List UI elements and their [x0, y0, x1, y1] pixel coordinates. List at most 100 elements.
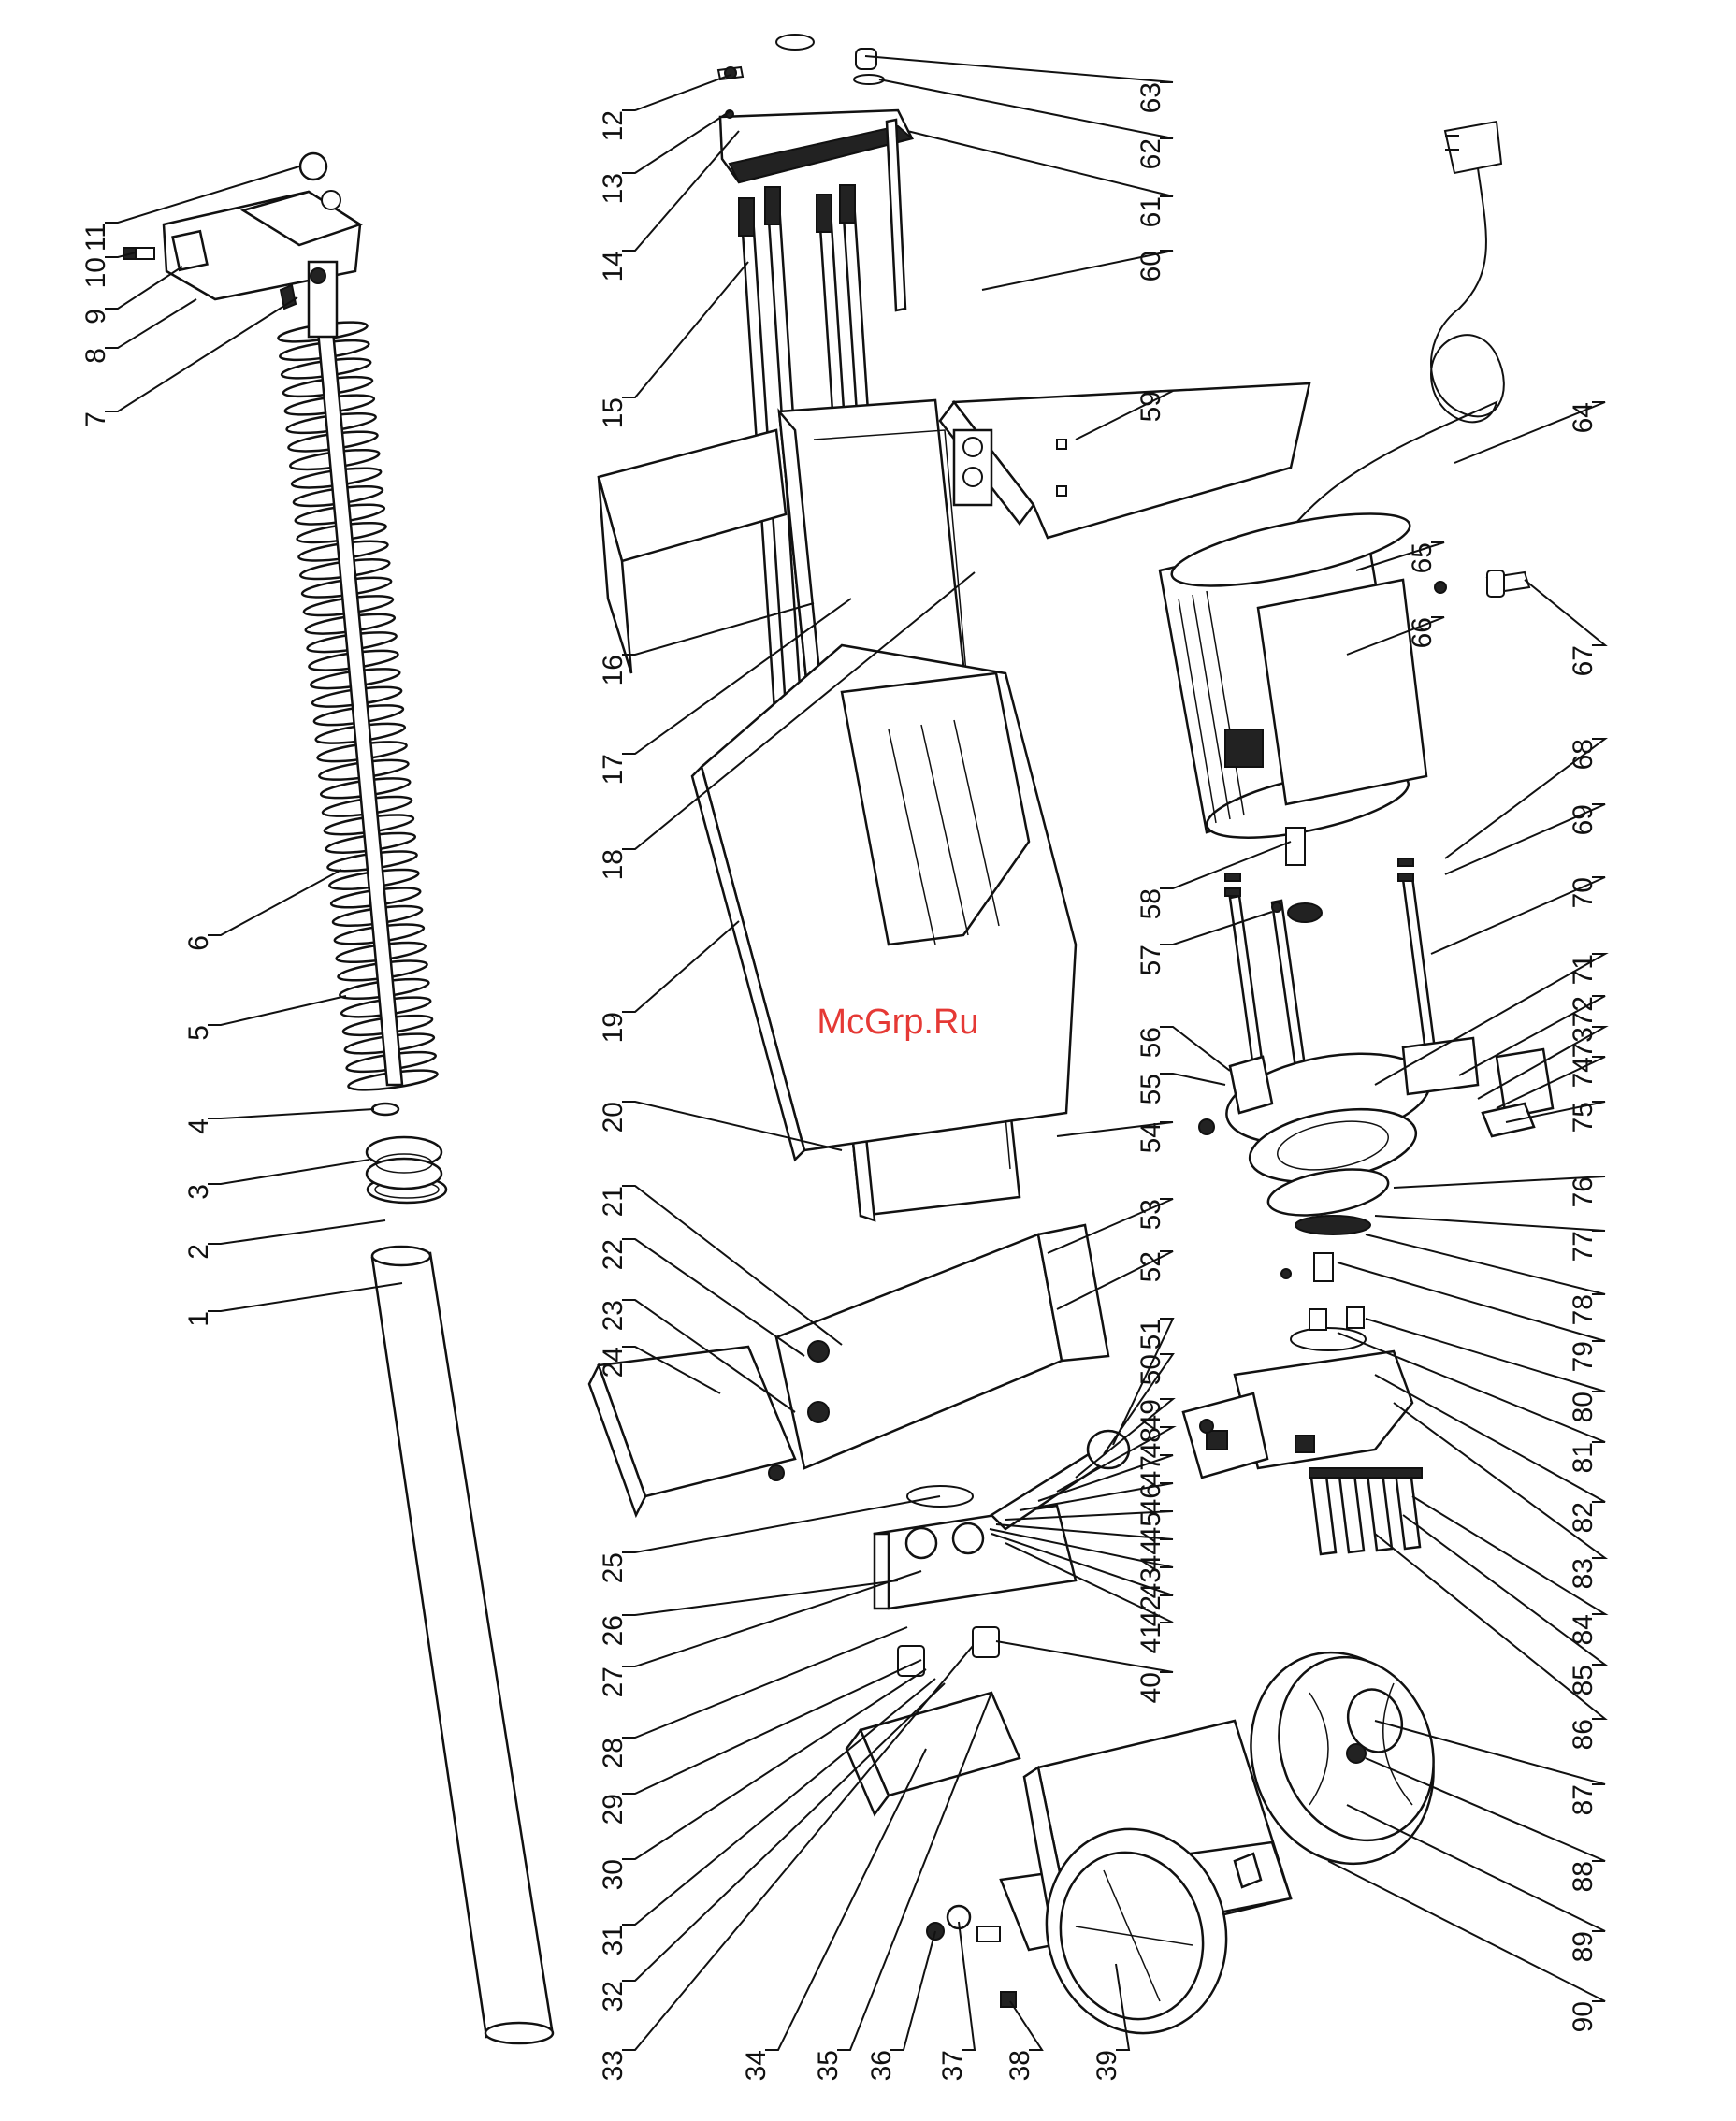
callout-label-4: 4: [183, 1118, 214, 1134]
callout-leader-62: [879, 79, 1173, 138]
callout-label-11: 11: [80, 223, 111, 252]
callout-label-60: 60: [1136, 251, 1166, 281]
callout-leader-61: [907, 131, 1173, 196]
hydraulic-block-part: [875, 1431, 1129, 1676]
callout-label-85: 85: [1568, 1665, 1599, 1695]
callout-label-89: 89: [1568, 1931, 1599, 1962]
callout-leader-83: [1394, 1403, 1605, 1558]
callout-leader-37: [959, 1922, 975, 2050]
motor-bolt-part: [1435, 570, 1529, 597]
callout-label-25: 25: [598, 1552, 629, 1583]
callout-label-47: 47: [1136, 1455, 1166, 1486]
callout-label-38: 38: [1005, 2050, 1035, 2081]
callout-leader-31: [622, 1679, 935, 1925]
callout-label-87: 87: [1568, 1784, 1599, 1815]
callout-leader-26: [622, 1580, 898, 1615]
callout-label-28: 28: [598, 1738, 629, 1768]
callout-label-78: 78: [1568, 1294, 1599, 1325]
callout-label-1: 1: [183, 1311, 214, 1327]
callout-label-46: 46: [1136, 1483, 1166, 1514]
side-plate-part: [692, 645, 1076, 1160]
callout-leader-4: [208, 1109, 374, 1118]
callout-label-44: 44: [1136, 1539, 1166, 1570]
callout-label-73: 73: [1568, 1027, 1599, 1058]
callout-label-62: 62: [1136, 138, 1166, 169]
callout-label-24: 24: [598, 1347, 629, 1378]
callout-label-49: 49: [1136, 1399, 1166, 1430]
callout-leader-7: [105, 297, 297, 411]
spring-seat-part: [367, 1137, 441, 1189]
callout-label-57: 57: [1136, 945, 1166, 975]
callout-label-31: 31: [598, 1925, 629, 1955]
callout-label-45: 45: [1136, 1511, 1166, 1542]
tube-part: [372, 1247, 553, 2043]
callout-label-79: 79: [1568, 1341, 1599, 1372]
callout-label-22: 22: [598, 1239, 629, 1270]
callout-leader-27: [622, 1571, 921, 1666]
callout-label-37: 37: [937, 2050, 968, 2081]
callout-label-12: 12: [598, 110, 629, 141]
callout-leader-57: [1160, 912, 1272, 945]
callout-label-65: 65: [1407, 542, 1438, 573]
callout-leader-8: [105, 299, 196, 348]
callout-label-13: 13: [598, 173, 629, 204]
callout-leader-55: [1160, 1074, 1225, 1085]
callout-label-50: 50: [1136, 1354, 1166, 1385]
callout-label-66: 66: [1407, 617, 1438, 648]
callout-label-9: 9: [80, 309, 111, 325]
callout-leader-67: [1525, 580, 1605, 645]
motor-part: [1160, 499, 1426, 865]
spring-part: [277, 290, 438, 1094]
callout-label-30: 30: [598, 1859, 629, 1890]
callout-label-59: 59: [1136, 391, 1166, 422]
callout-label-15: 15: [598, 397, 629, 428]
callout-label-71: 71: [1568, 954, 1599, 985]
callout-label-82: 82: [1568, 1502, 1599, 1533]
callout-leader-15: [622, 262, 748, 397]
callout-label-5: 5: [183, 1025, 214, 1041]
callout-leader-28: [622, 1627, 907, 1738]
callout-label-19: 19: [598, 1012, 629, 1043]
callout-label-7: 7: [80, 411, 111, 427]
callout-label-26: 26: [598, 1615, 629, 1646]
callout-label-29: 29: [598, 1794, 629, 1825]
callout-label-40: 40: [1136, 1672, 1166, 1703]
callout-leader-36: [890, 1931, 935, 2050]
callout-label-33: 33: [598, 2050, 629, 2081]
callout-label-6: 6: [183, 935, 214, 951]
callout-label-64: 64: [1568, 402, 1599, 433]
callout-label-27: 27: [598, 1666, 629, 1697]
callout-label-48: 48: [1136, 1427, 1166, 1458]
callout-label-8: 8: [80, 348, 111, 364]
callout-leader-38: [1010, 2001, 1042, 2050]
callout-label-67: 67: [1568, 645, 1599, 676]
callout-leader-1: [208, 1283, 402, 1311]
callout-label-14: 14: [598, 251, 629, 281]
callout-label-58: 58: [1136, 888, 1166, 919]
callout-label-69: 69: [1568, 804, 1599, 835]
callout-label-83: 83: [1568, 1558, 1599, 1589]
mount-bolts-part: [1309, 1468, 1422, 1554]
tie-rods-part: [1225, 858, 1436, 1068]
callout-label-20: 20: [598, 1102, 629, 1133]
bottom-bracket-part: [589, 1225, 1108, 1515]
callout-leader-21: [622, 1186, 842, 1345]
callout-leader-89: [1347, 1805, 1605, 1931]
callout-leader-90: [1328, 1861, 1605, 2001]
callout-leader-12: [622, 75, 731, 110]
callout-label-32: 32: [598, 1981, 629, 2012]
callout-label-23: 23: [598, 1300, 629, 1331]
callout-leader-5: [208, 996, 346, 1025]
callout-leader-79: [1338, 1262, 1605, 1341]
pump-flange-part: [1199, 1038, 1478, 1223]
callout-label-61: 61: [1136, 196, 1166, 227]
callout-label-90: 90: [1568, 2001, 1599, 2032]
callout-leader-6: [208, 870, 341, 935]
callout-label-80: 80: [1568, 1392, 1599, 1422]
watermark-text: McGrp.Ru: [817, 1003, 978, 1042]
callout-label-55: 55: [1136, 1074, 1166, 1104]
callout-label-77: 77: [1568, 1231, 1599, 1262]
callout-label-53: 53: [1136, 1199, 1166, 1230]
callout-label-43: 43: [1136, 1567, 1166, 1598]
